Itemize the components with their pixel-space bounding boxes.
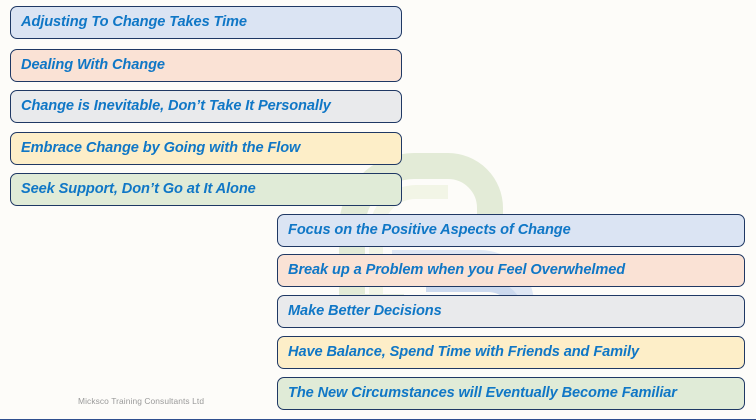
left-item-1[interactable]: Adjusting To Change Takes Time — [10, 6, 402, 39]
right-item-2-label: Break up a Problem when you Feel Overwhe… — [288, 262, 626, 279]
right-item-5[interactable]: The New Circumstances will Eventually Be… — [277, 377, 745, 410]
bottom-divider — [0, 418, 756, 420]
right-item-1-label: Focus on the Positive Aspects of Change — [288, 222, 571, 239]
left-item-5-label: Seek Support, Don’t Go at It Alone — [21, 181, 256, 198]
left-item-4[interactable]: Embrace Change by Going with the Flow — [10, 132, 402, 165]
right-item-3-label: Make Better Decisions — [288, 303, 442, 320]
footer-credit: Micksco Training Consultants Ltd — [78, 396, 205, 406]
left-item-2-label: Dealing With Change — [21, 57, 165, 74]
right-item-4-label: Have Balance, Spend Time with Friends an… — [288, 344, 639, 361]
right-item-2[interactable]: Break up a Problem when you Feel Overwhe… — [277, 254, 745, 287]
left-item-2[interactable]: Dealing With Change — [10, 49, 402, 82]
right-item-4[interactable]: Have Balance, Spend Time with Friends an… — [277, 336, 745, 369]
right-item-1[interactable]: Focus on the Positive Aspects of Change — [277, 214, 745, 247]
left-item-4-label: Embrace Change by Going with the Flow — [21, 140, 301, 157]
left-item-5[interactable]: Seek Support, Don’t Go at It Alone — [10, 173, 402, 206]
left-item-1-label: Adjusting To Change Takes Time — [21, 14, 247, 31]
right-item-3[interactable]: Make Better Decisions — [277, 295, 745, 328]
right-item-5-label: The New Circumstances will Eventually Be… — [288, 385, 677, 402]
left-item-3-label: Change is Inevitable, Don’t Take It Pers… — [21, 98, 331, 115]
left-item-3[interactable]: Change is Inevitable, Don’t Take It Pers… — [10, 90, 402, 123]
